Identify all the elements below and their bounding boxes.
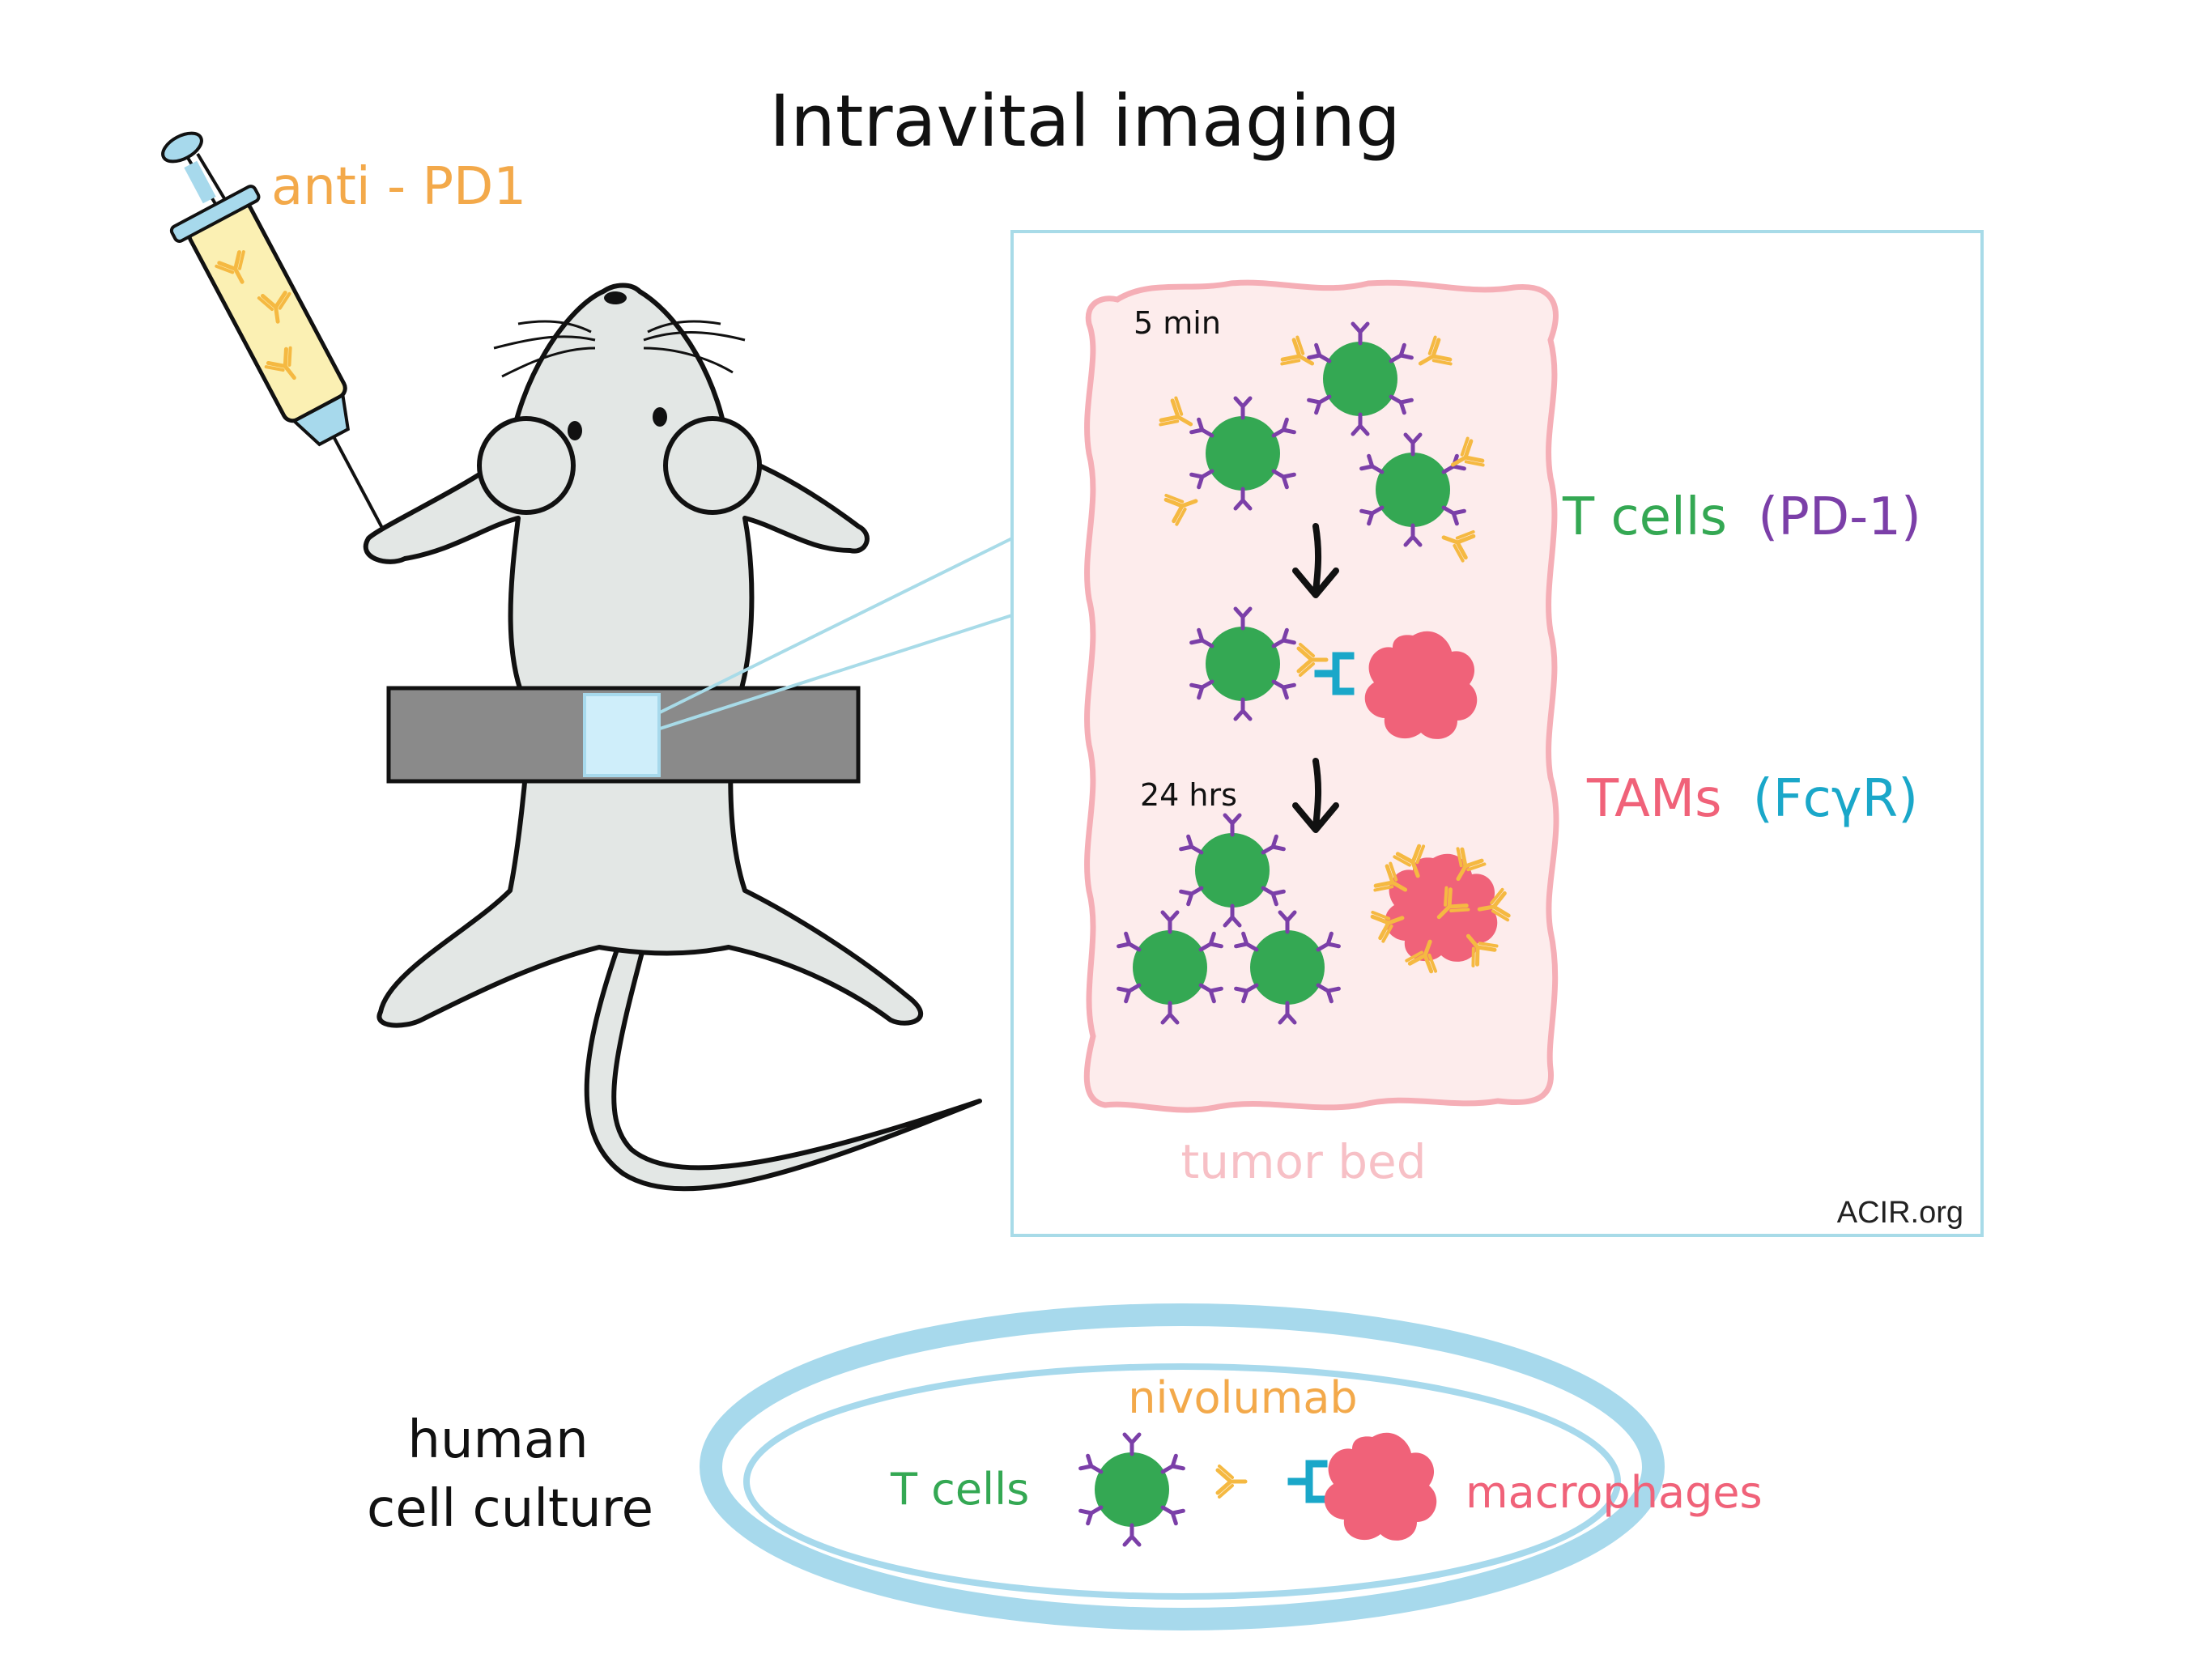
culture-label-line2: cell culture [367,1479,653,1539]
petri-dish-icon [700,1303,1665,1630]
down-arrow-icon [1292,523,1339,598]
page-title: Intravital imaging [769,79,1401,163]
injection-label: anti - PD1 [271,157,526,217]
drug-label: nivolumab [1128,1372,1357,1423]
tcell [1081,1435,1184,1545]
imaging-window [583,693,661,777]
culture-label-line1: human [407,1410,588,1470]
fcgr-receptor [1291,1464,1324,1499]
culture-tcells-label: T cells [890,1464,1029,1515]
legend-tcells: T cells (PD-1) [1562,487,1921,547]
timepoint-late: 24 hrs [1140,777,1237,813]
culture-macrophages-label: macrophages [1465,1467,1763,1518]
culture-antibody [1218,1466,1245,1497]
zoom-callout [659,537,1013,730]
timepoint-early: 5 min [1134,305,1221,341]
tumor-bed-label: tumor bed [1180,1134,1426,1189]
credit-label: ACIR.org [1837,1196,1963,1230]
macrophage-cell [1324,1432,1437,1541]
syringe-icon [161,131,385,531]
legend-tams: TAMs (FcγR) [1586,769,1918,829]
mouse-icon [364,283,982,1192]
down-arrow-icon [1292,758,1339,833]
